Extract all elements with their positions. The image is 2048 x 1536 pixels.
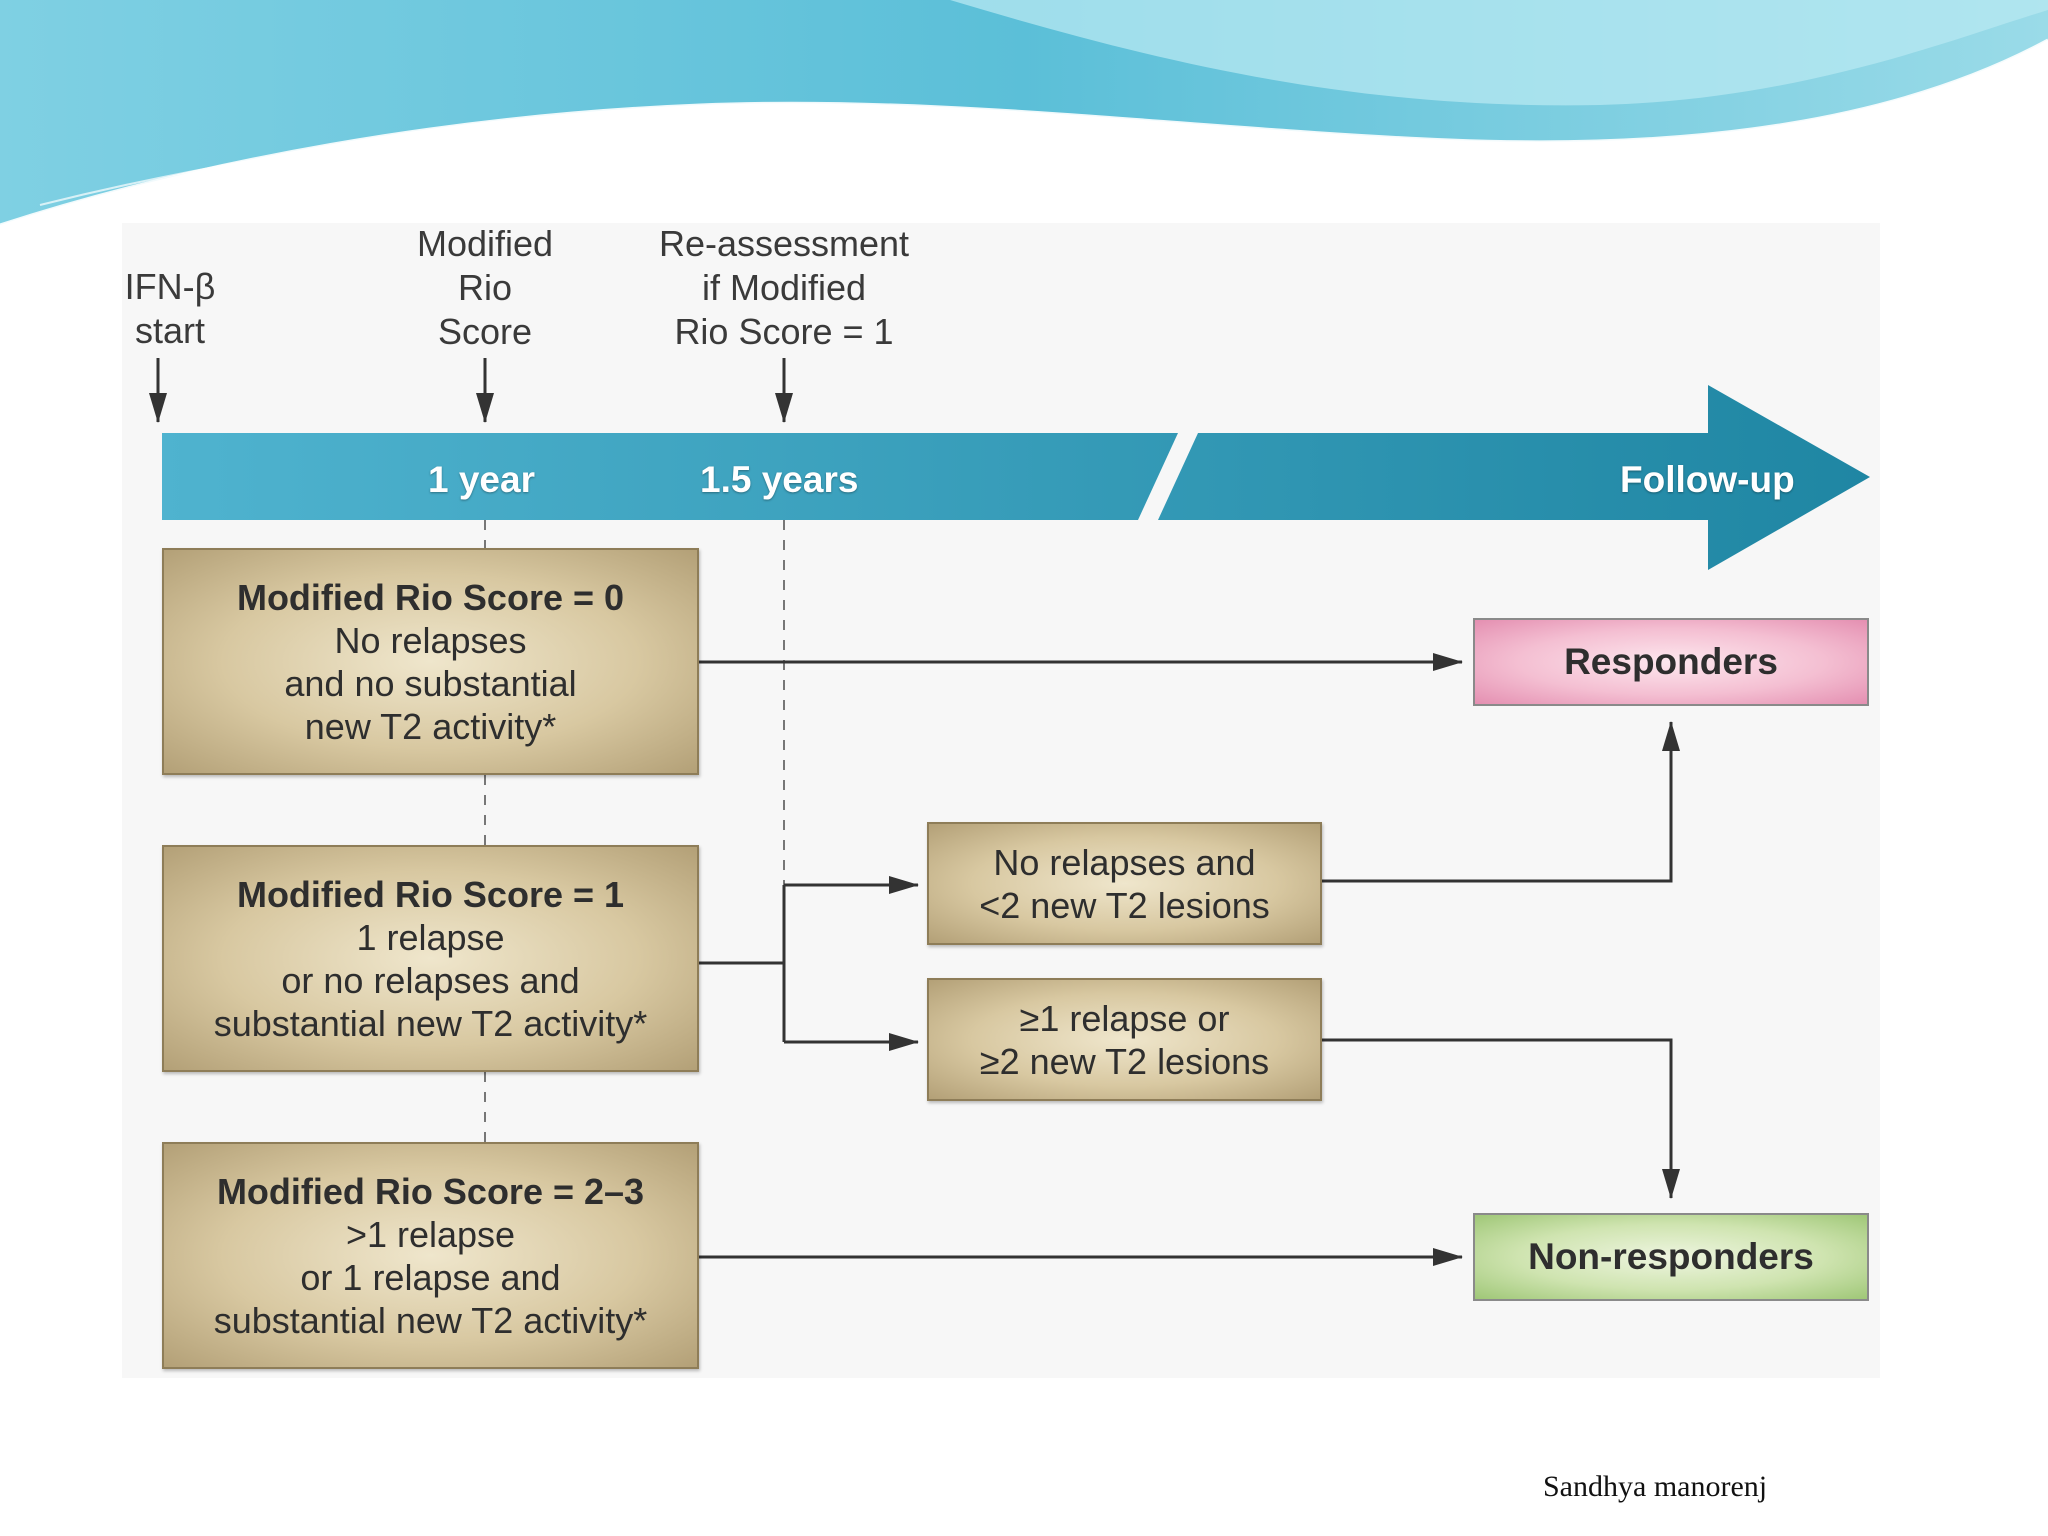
non-responders-label: Non-responders [1528,1236,1814,1277]
score-box-1: Modified Rio Score = 1 1 relapse or no r… [162,845,699,1072]
reassessment-box-0-line-2: <2 new T2 lesions [979,884,1270,926]
responders-box: Responders [1473,618,1869,706]
score-box-2-line-3: substantial new T2 activity* [213,1299,648,1341]
responders-label: Responders [1564,641,1778,682]
header-wave [0,0,2048,227]
timeline-arrow [162,385,1870,570]
marker-label-reassessment: Re-assessment if Modified Rio Score = 1 [658,223,910,352]
non-responders-box: Non-responders [1473,1213,1869,1301]
score-box-0: Modified Rio Score = 0 No relapses and n… [162,548,699,775]
timeline-label-1-year: 1 year [428,459,535,500]
dashed-guides [484,520,785,1142]
score-box-2-line-2: or 1 relapse and [300,1256,561,1298]
score-box-2-line-1: >1 relapse [345,1213,516,1255]
score-box-1-line-2: or no relapses and [281,959,580,1001]
reassessment-box-1-line-1: ≥1 relapse or [1019,997,1230,1039]
reassessment-box-no-relapses: No relapses and <2 new T2 lesions [927,822,1322,945]
score-box-0-title: Modified Rio Score = 0 [236,576,625,618]
score-box-2-title: Modified Rio Score = 2–3 [216,1170,645,1212]
score-box-1-line-1: 1 relapse [356,916,505,958]
reassessment-box-relapse: ≥1 relapse or ≥2 new T2 lesions [927,978,1322,1101]
score-box-0-line-1: No relapses [334,619,527,661]
score-box-1-line-3: substantial new T2 activity* [213,1002,648,1044]
marker-arrows [149,358,793,423]
marker-label-modified-rio-score: Modified Rio Score [416,223,554,352]
footer-credit: Sandhya manorenj [1543,1470,1768,1503]
score-box-0-line-3: new T2 activity* [304,705,557,747]
timeline-label-follow-up: Follow-up [1620,459,1795,500]
marker-label-ifn-start: IFN-β start [124,266,216,351]
timeline-label-1-5-years: 1.5 years [700,459,859,500]
score-box-1-title: Modified Rio Score = 1 [236,873,625,915]
reassessment-box-0-line-1: No relapses and [993,841,1256,883]
score-box-0-line-2: and no substantial [284,662,577,704]
reassessment-box-1-line-2: ≥2 new T2 lesions [979,1040,1270,1082]
score-box-2: Modified Rio Score = 2–3 >1 relapse or 1… [162,1142,699,1369]
flow-arrows [698,653,1680,1266]
